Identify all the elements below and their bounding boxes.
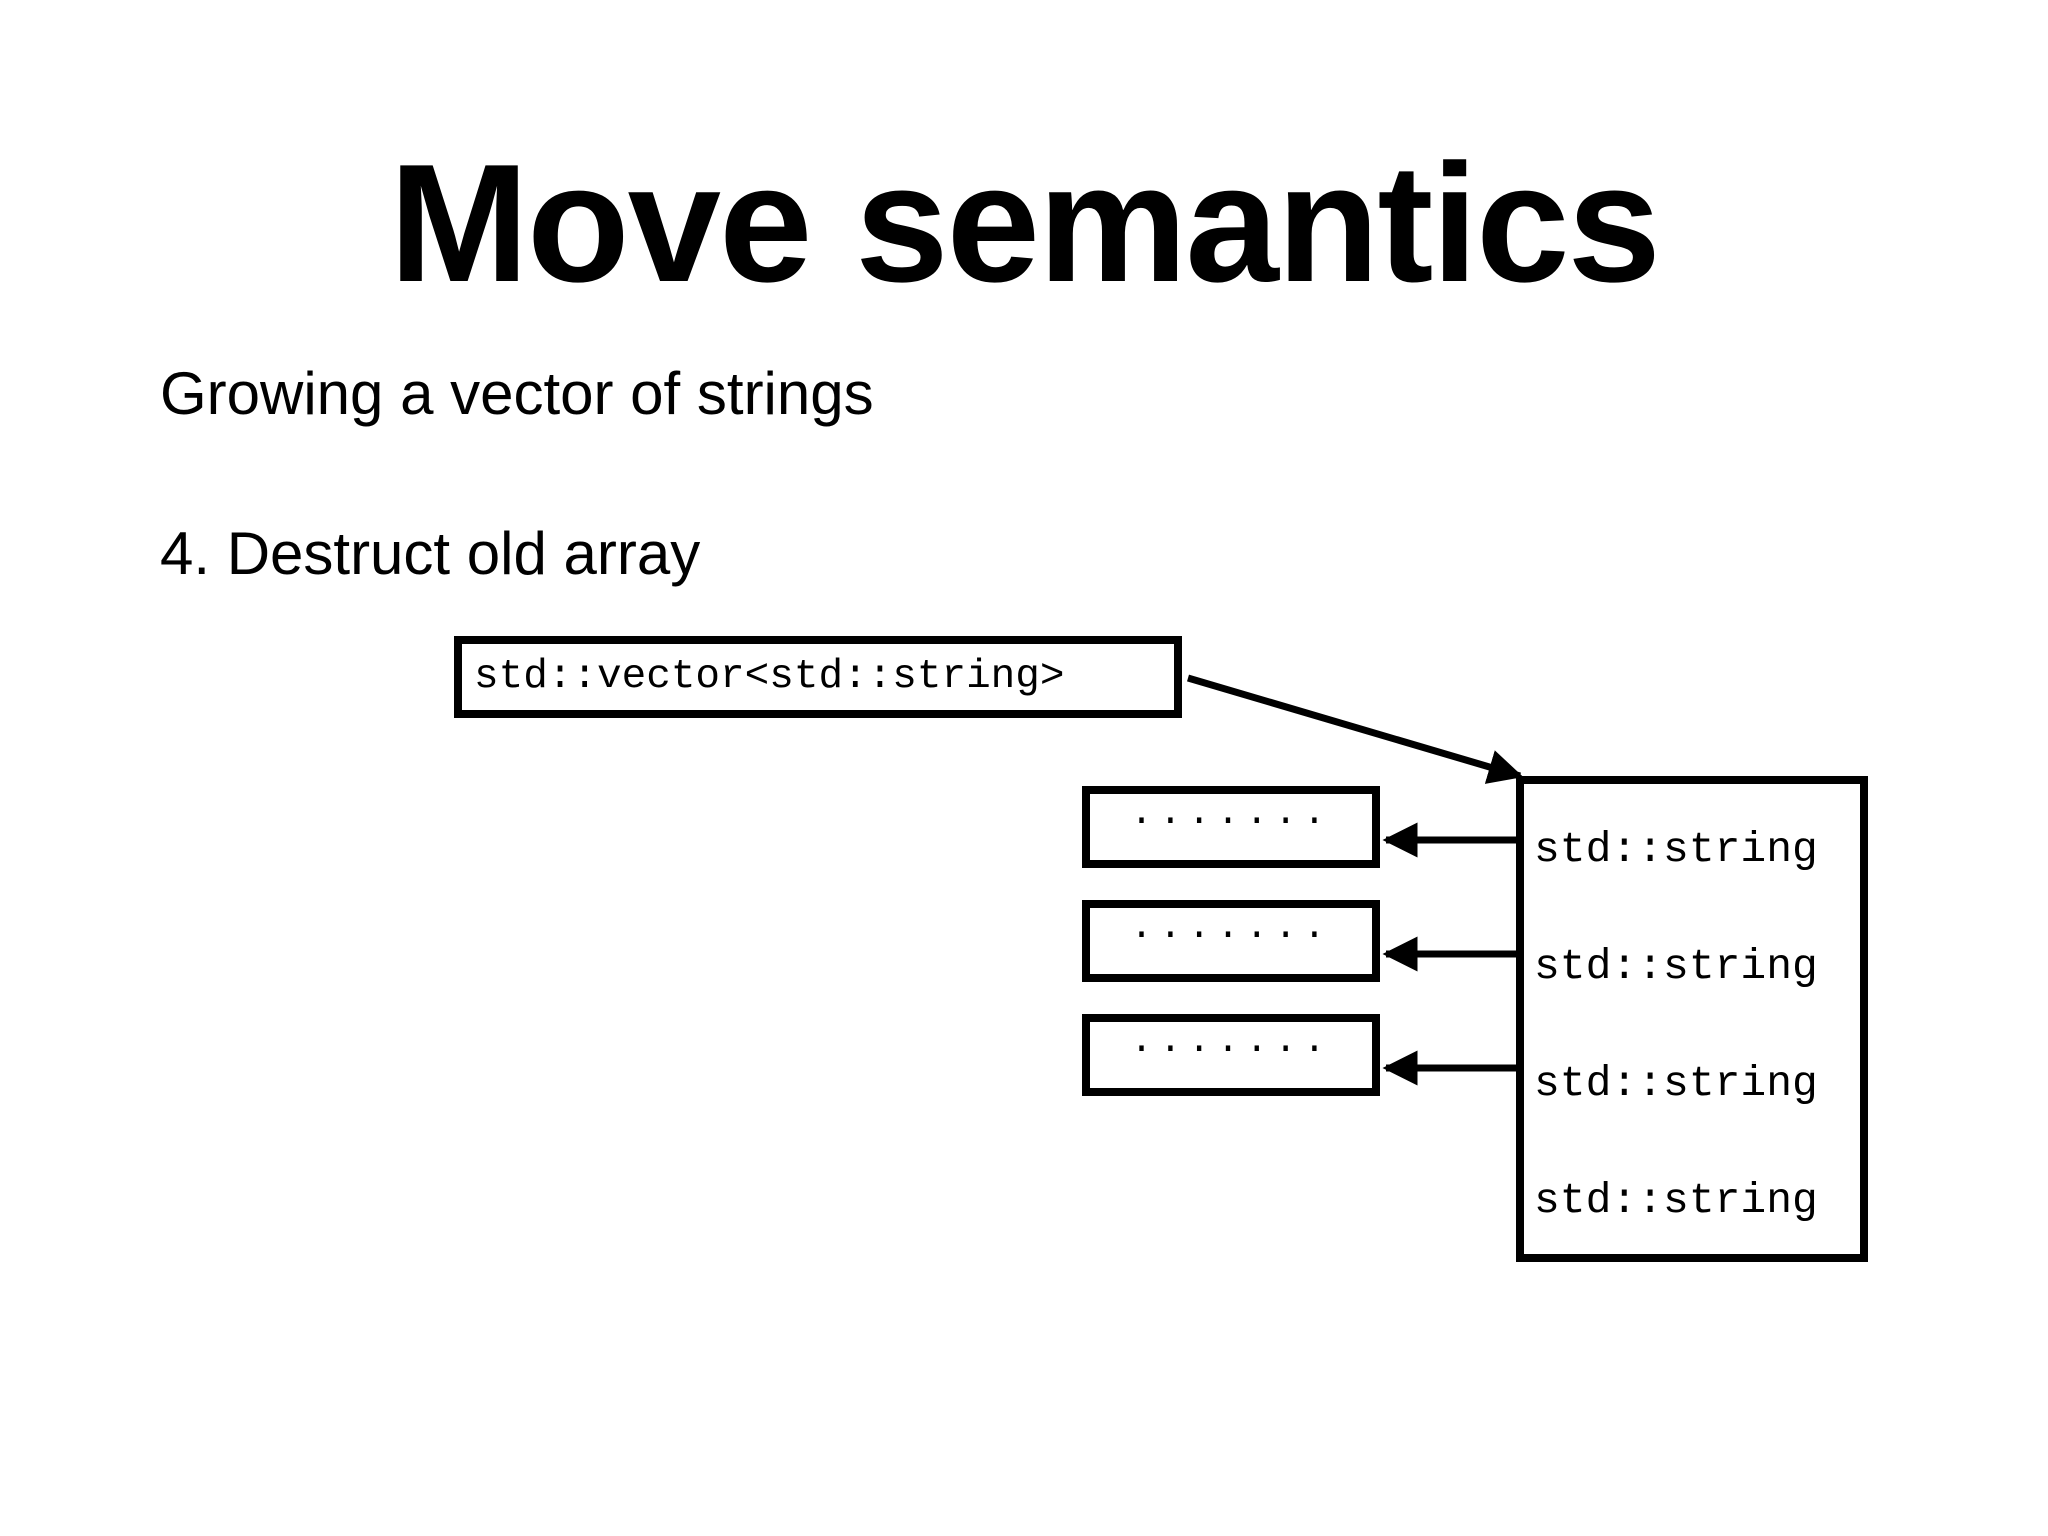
heap-block-3: ....... bbox=[1082, 1014, 1380, 1096]
array-item-4: std::string bbox=[1534, 1176, 1818, 1225]
array-item-3: std::string bbox=[1534, 1059, 1818, 1108]
array-item-2: std::string bbox=[1534, 942, 1818, 991]
vector-box: std::vector<std::string> bbox=[454, 636, 1182, 718]
step-label: 4. Destruct old array bbox=[160, 520, 701, 587]
string-array-box: std::string std::string std::string std:… bbox=[1516, 776, 1868, 1262]
array-item-1: std::string bbox=[1534, 825, 1818, 874]
heap-block-1: ....... bbox=[1082, 786, 1380, 868]
heap-block-2: ....... bbox=[1082, 900, 1380, 982]
slide-title: Move semantics bbox=[389, 129, 1661, 317]
vector-to-array-arrow bbox=[1187, 674, 1524, 784]
slide-subtitle: Growing a vector of strings bbox=[160, 360, 874, 427]
